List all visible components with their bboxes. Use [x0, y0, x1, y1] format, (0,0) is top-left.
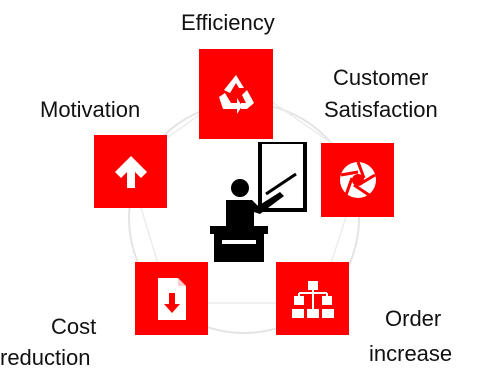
motivation-tile: [94, 135, 167, 208]
motivation-label: Motivation: [40, 97, 141, 122]
customer-satisfaction-tile: [321, 143, 394, 217]
customer-label-line1: Customer: [333, 65, 429, 90]
order-label-line2: increase: [369, 341, 453, 366]
aperture-icon: [339, 161, 376, 198]
customer-label-line2: Satisfaction: [324, 97, 438, 122]
order-label-line1: Order: [385, 306, 442, 331]
recycle-icon: [219, 75, 254, 114]
cost-label-line1: Cost: [51, 314, 97, 339]
efficiency-tile: [199, 49, 273, 139]
cost-label-line2: reduction: [0, 345, 91, 370]
cost-reduction-tile: [135, 262, 208, 335]
hierarchy-icon: [291, 280, 334, 318]
arrow-up-icon: [114, 155, 147, 188]
presenter-icon: [210, 142, 307, 262]
order-increase-tile: [276, 262, 349, 335]
document-down-icon: [157, 277, 186, 320]
efficiency-label: Efficiency: [181, 10, 275, 35]
